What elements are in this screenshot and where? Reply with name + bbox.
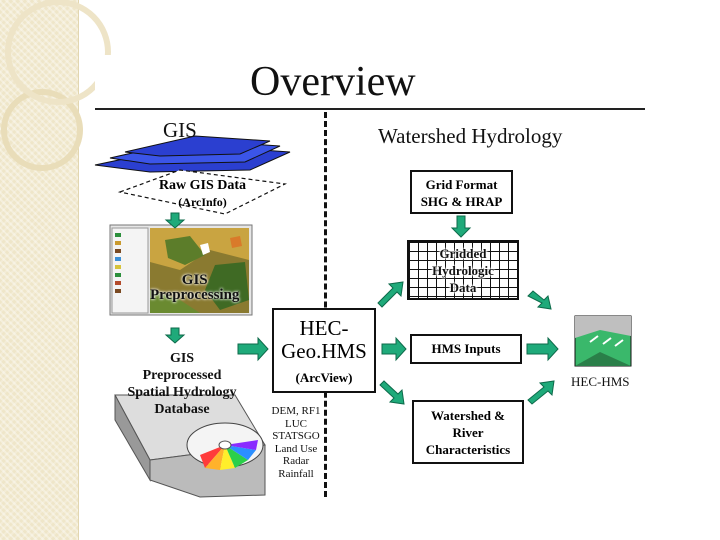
data-list-item: STATSGO [272, 430, 320, 442]
data-list-item: Land Use [274, 442, 318, 455]
database-line3: Spatial Hydrology [127, 385, 237, 400]
data-list-item: Radar [282, 455, 310, 467]
arrow-geohms-to-hmsinputs [381, 336, 407, 362]
data-list-item: DEM, RF1 [271, 405, 321, 417]
watershed-line1: Watershed & [430, 408, 506, 423]
decorative-rings [1, 0, 111, 171]
input-data-list: DEM, RF1 LUC STATSGO Land Use Radar Rain… [266, 405, 326, 480]
watershed-line3: Characteristics [425, 442, 511, 457]
gridded-data-label: Gridded Hydrologic Data [407, 245, 519, 296]
database-line2: Preprocessed [142, 368, 222, 383]
arrow-raw-to-preprocessing [164, 212, 186, 229]
gis-preprocessing-line2: Preprocessing [150, 287, 240, 303]
gridded-data-line2: Hydrologic [432, 263, 494, 278]
hec-geohms-line3: (ArcView) [295, 370, 353, 385]
hec-hms-icon [574, 315, 632, 367]
hec-hms-label: HEC-HMS [571, 374, 630, 389]
hec-geohms-line1: HEC- [299, 316, 349, 340]
arrow-gridded-to-hechms [527, 290, 552, 310]
gridded-data-grid [407, 240, 519, 300]
arrow-hmsinputs-to-hechms [526, 336, 559, 362]
data-list-item: Rainfall [278, 467, 314, 480]
arrow-geohms-to-watershed [379, 380, 405, 405]
gis-map-screenshot-icon [109, 224, 253, 316]
cd-database-drive-icon [114, 394, 266, 498]
gis-preprocessing-label: GIS Preprocessing [150, 273, 239, 303]
raw-gis-data-title: Raw GIS Data [158, 178, 247, 193]
database-label: GIS Preprocessed Spatial Hydrology Datab… [118, 350, 246, 418]
arrow-gridformat-to-gridded [450, 215, 472, 238]
arrow-preprocessing-to-database [164, 327, 186, 344]
raw-gis-dashed-border [117, 169, 288, 215]
data-list-item: LUC [285, 417, 307, 430]
slide-title: Overview [250, 59, 416, 105]
section-divider [324, 112, 327, 497]
watershed-hydrology-heading: Watershed Hydrology [378, 124, 563, 148]
gridded-data-line1: Gridded [439, 246, 487, 261]
arrow-geohms-to-gridded [377, 281, 404, 308]
hms-inputs-box: HMS Inputs [410, 334, 522, 364]
watershed-line2: River [452, 425, 484, 440]
raw-gis-data-subtitle: (ArcInfo) [178, 195, 227, 209]
grid-format-box: Grid Format SHG & HRAP [410, 170, 513, 214]
gis-preprocessing-line1: GIS [181, 272, 208, 288]
watershed-characteristics-box: Watershed & River Characteristics [412, 400, 524, 464]
arrow-database-to-geohms [237, 336, 269, 362]
database-line1: GIS [169, 351, 195, 366]
grid-format-line1: Grid Format [425, 177, 498, 192]
gridded-data-line3: Data [449, 280, 477, 295]
title-underline [95, 108, 645, 110]
hec-geohms-box: HEC- Geo.HMS (ArcView) [272, 308, 376, 393]
database-line4: Database [154, 402, 210, 417]
arrow-watershed-to-hechms [527, 380, 555, 405]
raw-gis-data-label: Raw GIS Data (ArcInfo) [120, 168, 285, 216]
hec-geohms-line2: Geo.HMS [281, 339, 367, 363]
grid-format-line2: SHG & HRAP [420, 194, 503, 209]
